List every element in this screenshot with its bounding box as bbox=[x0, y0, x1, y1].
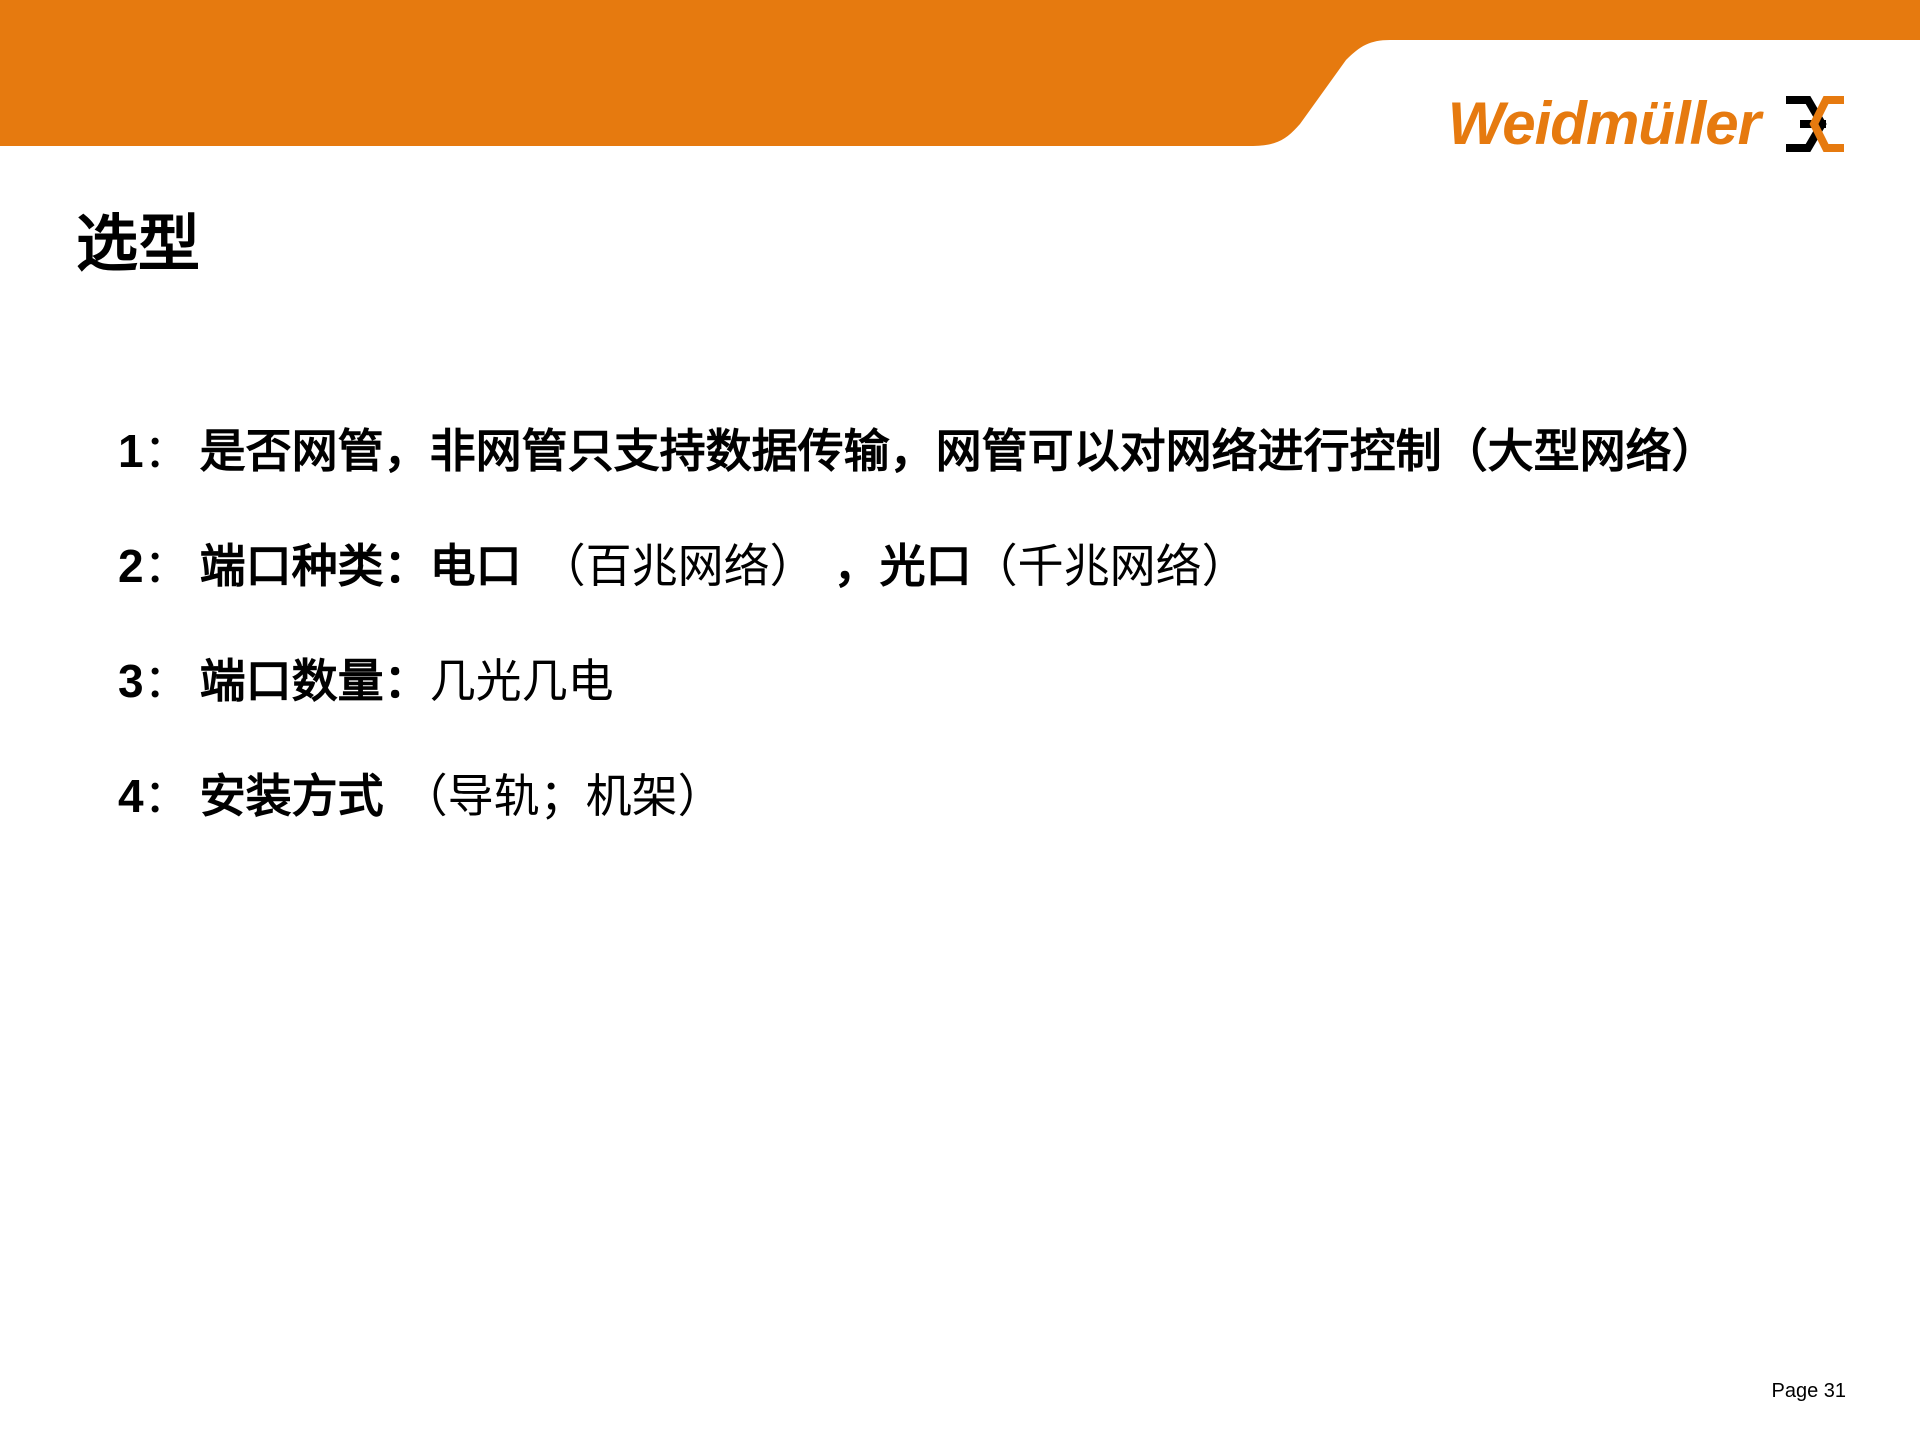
item-label: 端口种类： bbox=[199, 539, 430, 593]
weidmuller-logo-mark-icon bbox=[1786, 96, 1844, 152]
item-option-fiber-note: （千兆网络） bbox=[971, 539, 1248, 593]
item-option-copper-note: （百兆网络） bbox=[539, 539, 816, 593]
item-colon: ： bbox=[143, 424, 190, 478]
brand-logo: Weidmüller bbox=[1448, 84, 1846, 164]
item-label: 端口数量： bbox=[199, 654, 430, 708]
item-colon: ： bbox=[143, 769, 190, 823]
selection-list: 1 ： 是否网管，非网管只支持数据传输，网管可以对网络进行控制（大型网络） 2 … bbox=[118, 428, 1838, 888]
list-item-2: 2 ： 端口种类： 电口 （百兆网络） ， 光口 （千兆网络） bbox=[118, 543, 1838, 658]
page-title: 选型 bbox=[76, 207, 201, 280]
list-item-3: 3 ： 端口数量： 几光几电 bbox=[118, 658, 1838, 773]
item-value: 几光几电 bbox=[429, 654, 614, 708]
list-item-4: 4 ： 安装方式 （导轨；机架） bbox=[118, 773, 1838, 888]
header-band-shape bbox=[0, 0, 1920, 146]
item-number: 4 bbox=[118, 770, 144, 822]
list-item-1: 1 ： 是否网管，非网管只支持数据传输，网管可以对网络进行控制（大型网络） bbox=[118, 428, 1838, 543]
item-option-fiber: 光口 bbox=[879, 539, 972, 593]
brand-wordmark: Weidmüller bbox=[1447, 90, 1761, 157]
item-colon: ： bbox=[143, 654, 190, 708]
header-band bbox=[0, 0, 1920, 150]
item-option-copper: 电口 bbox=[429, 539, 522, 593]
item-number: 2 bbox=[118, 540, 144, 592]
item-number: 3 bbox=[118, 655, 144, 707]
item-separator: ， bbox=[833, 539, 880, 593]
item-colon: ： bbox=[143, 539, 190, 593]
item-label: 安装方式 bbox=[199, 769, 384, 823]
item-value: （导轨；机架） bbox=[401, 769, 724, 823]
item-number: 1 bbox=[118, 425, 144, 477]
item-text: 是否网管，非网管只支持数据传输，网管可以对网络进行控制（大型网络） bbox=[199, 424, 1718, 478]
page-number: Page 31 bbox=[1771, 1380, 1846, 1402]
